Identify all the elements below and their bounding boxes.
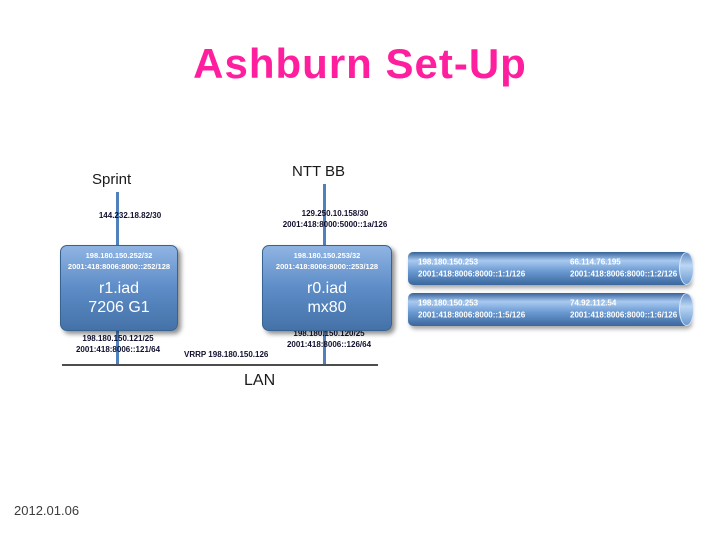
r1-lan-v6: 2001:418:8006::121/64 — [75, 345, 161, 355]
r0-model: mx80 — [307, 298, 347, 316]
cylinder-cap — [679, 252, 694, 285]
r0-loopbacks: 198.180.150.253/32 2001:418:8006:8000::2… — [263, 251, 391, 273]
router-box-r0: 198.180.150.253/32 2001:418:8006:8000::2… — [262, 245, 392, 331]
r0-name: r0.iad — [306, 279, 348, 297]
tunnel1-right-v4: 66.114.76.195 — [570, 257, 621, 267]
ntt-uplink-note: 129.250.10.158/30 2001:418:8000:5000::1a… — [266, 208, 404, 230]
lan-label: LAN — [244, 372, 276, 389]
cylinder-cap — [679, 293, 694, 326]
r1-model: 7206 G1 — [88, 298, 150, 316]
slide-date: 2012.01.06 — [14, 503, 80, 518]
tunnel1-right-endpoint: 66.114.76.195 2001:418:8006:8000::1:2/12… — [570, 256, 677, 281]
tunnel-cylinder-2: 198.180.150.253 2001:418:8006:8000::1:5/… — [408, 293, 694, 326]
r0-loopback-v4: 198.180.150.253/32 — [293, 251, 361, 260]
r1-loopbacks: 198.180.150.252/32 2001:418:8006:8000::2… — [61, 251, 177, 273]
r0-lan-v4: 198.180.150.120/25 — [293, 329, 365, 338]
tunnel2-right-v4: 74.92.112.54 — [570, 298, 617, 308]
lan-line-r1 — [116, 329, 119, 365]
tunnel2-right-v6: 2001:418:8006:8000::1:6/126 — [570, 310, 678, 320]
sprint-uplink-note: 144.232.18.82/30 — [78, 210, 182, 221]
slide-title: Ashburn Set-Up — [193, 40, 527, 87]
router-box-r1: 198.180.150.252/32 2001:418:8006:8000::2… — [60, 245, 178, 331]
r1-loopback-v6: 2001:418:8006:8000::252/128 — [67, 261, 171, 271]
ntt-uplink-v6: 2001:418:8000:5000::1a/126 — [282, 220, 388, 230]
tunnel1-left-v6: 2001:418:8006:8000::1:1/126 — [418, 269, 526, 279]
vrrp-label: VRRP 198.180.150.126 — [184, 350, 269, 359]
r1-loopback-v4: 198.180.150.252/32 — [85, 251, 153, 260]
r0-loopback-v6: 2001:418:8006:8000::253/128 — [275, 261, 379, 271]
uplink-line-ntt — [323, 184, 326, 246]
ntt-uplink-v4: 129.250.10.158/30 — [301, 209, 369, 218]
r0-lan-v6: 2001:418:8006::126/64 — [286, 340, 372, 350]
provider-label-ntt: NTT BB — [292, 163, 346, 180]
tunnel2-right-endpoint: 74.92.112.54 2001:418:8006:8000::1:6/126 — [570, 297, 677, 322]
lan-line-r0 — [323, 329, 326, 365]
provider-label-sprint: Sprint — [92, 171, 132, 188]
r1-lan-v4: 198.180.150.121/25 — [82, 334, 154, 343]
r1-name: r1.iad — [98, 279, 140, 297]
uplink-line-sprint — [116, 192, 119, 246]
tunnel1-left-endpoint: 198.180.150.253 2001:418:8006:8000::1:1/… — [418, 256, 525, 281]
lan-segment-line — [62, 364, 378, 366]
tunnel-cylinder-1: 198.180.150.253 2001:418:8006:8000::1:1/… — [408, 252, 694, 285]
tunnel2-left-v6: 2001:418:8006:8000::1:5/126 — [418, 310, 526, 320]
tunnel1-right-v6: 2001:418:8006:8000::1:2/126 — [570, 269, 678, 279]
sprint-uplink-v4: 144.232.18.82/30 — [98, 211, 162, 220]
r0-lan-note: 198.180.150.120/25 2001:418:8006::126/64 — [268, 328, 390, 350]
tunnel2-left-endpoint: 198.180.150.253 2001:418:8006:8000::1:5/… — [418, 297, 525, 322]
tunnel2-left-v4: 198.180.150.253 — [418, 298, 479, 308]
tunnel1-left-v4: 198.180.150.253 — [418, 257, 479, 267]
r1-lan-note: 198.180.150.121/25 2001:418:8006::121/64 — [62, 333, 174, 355]
